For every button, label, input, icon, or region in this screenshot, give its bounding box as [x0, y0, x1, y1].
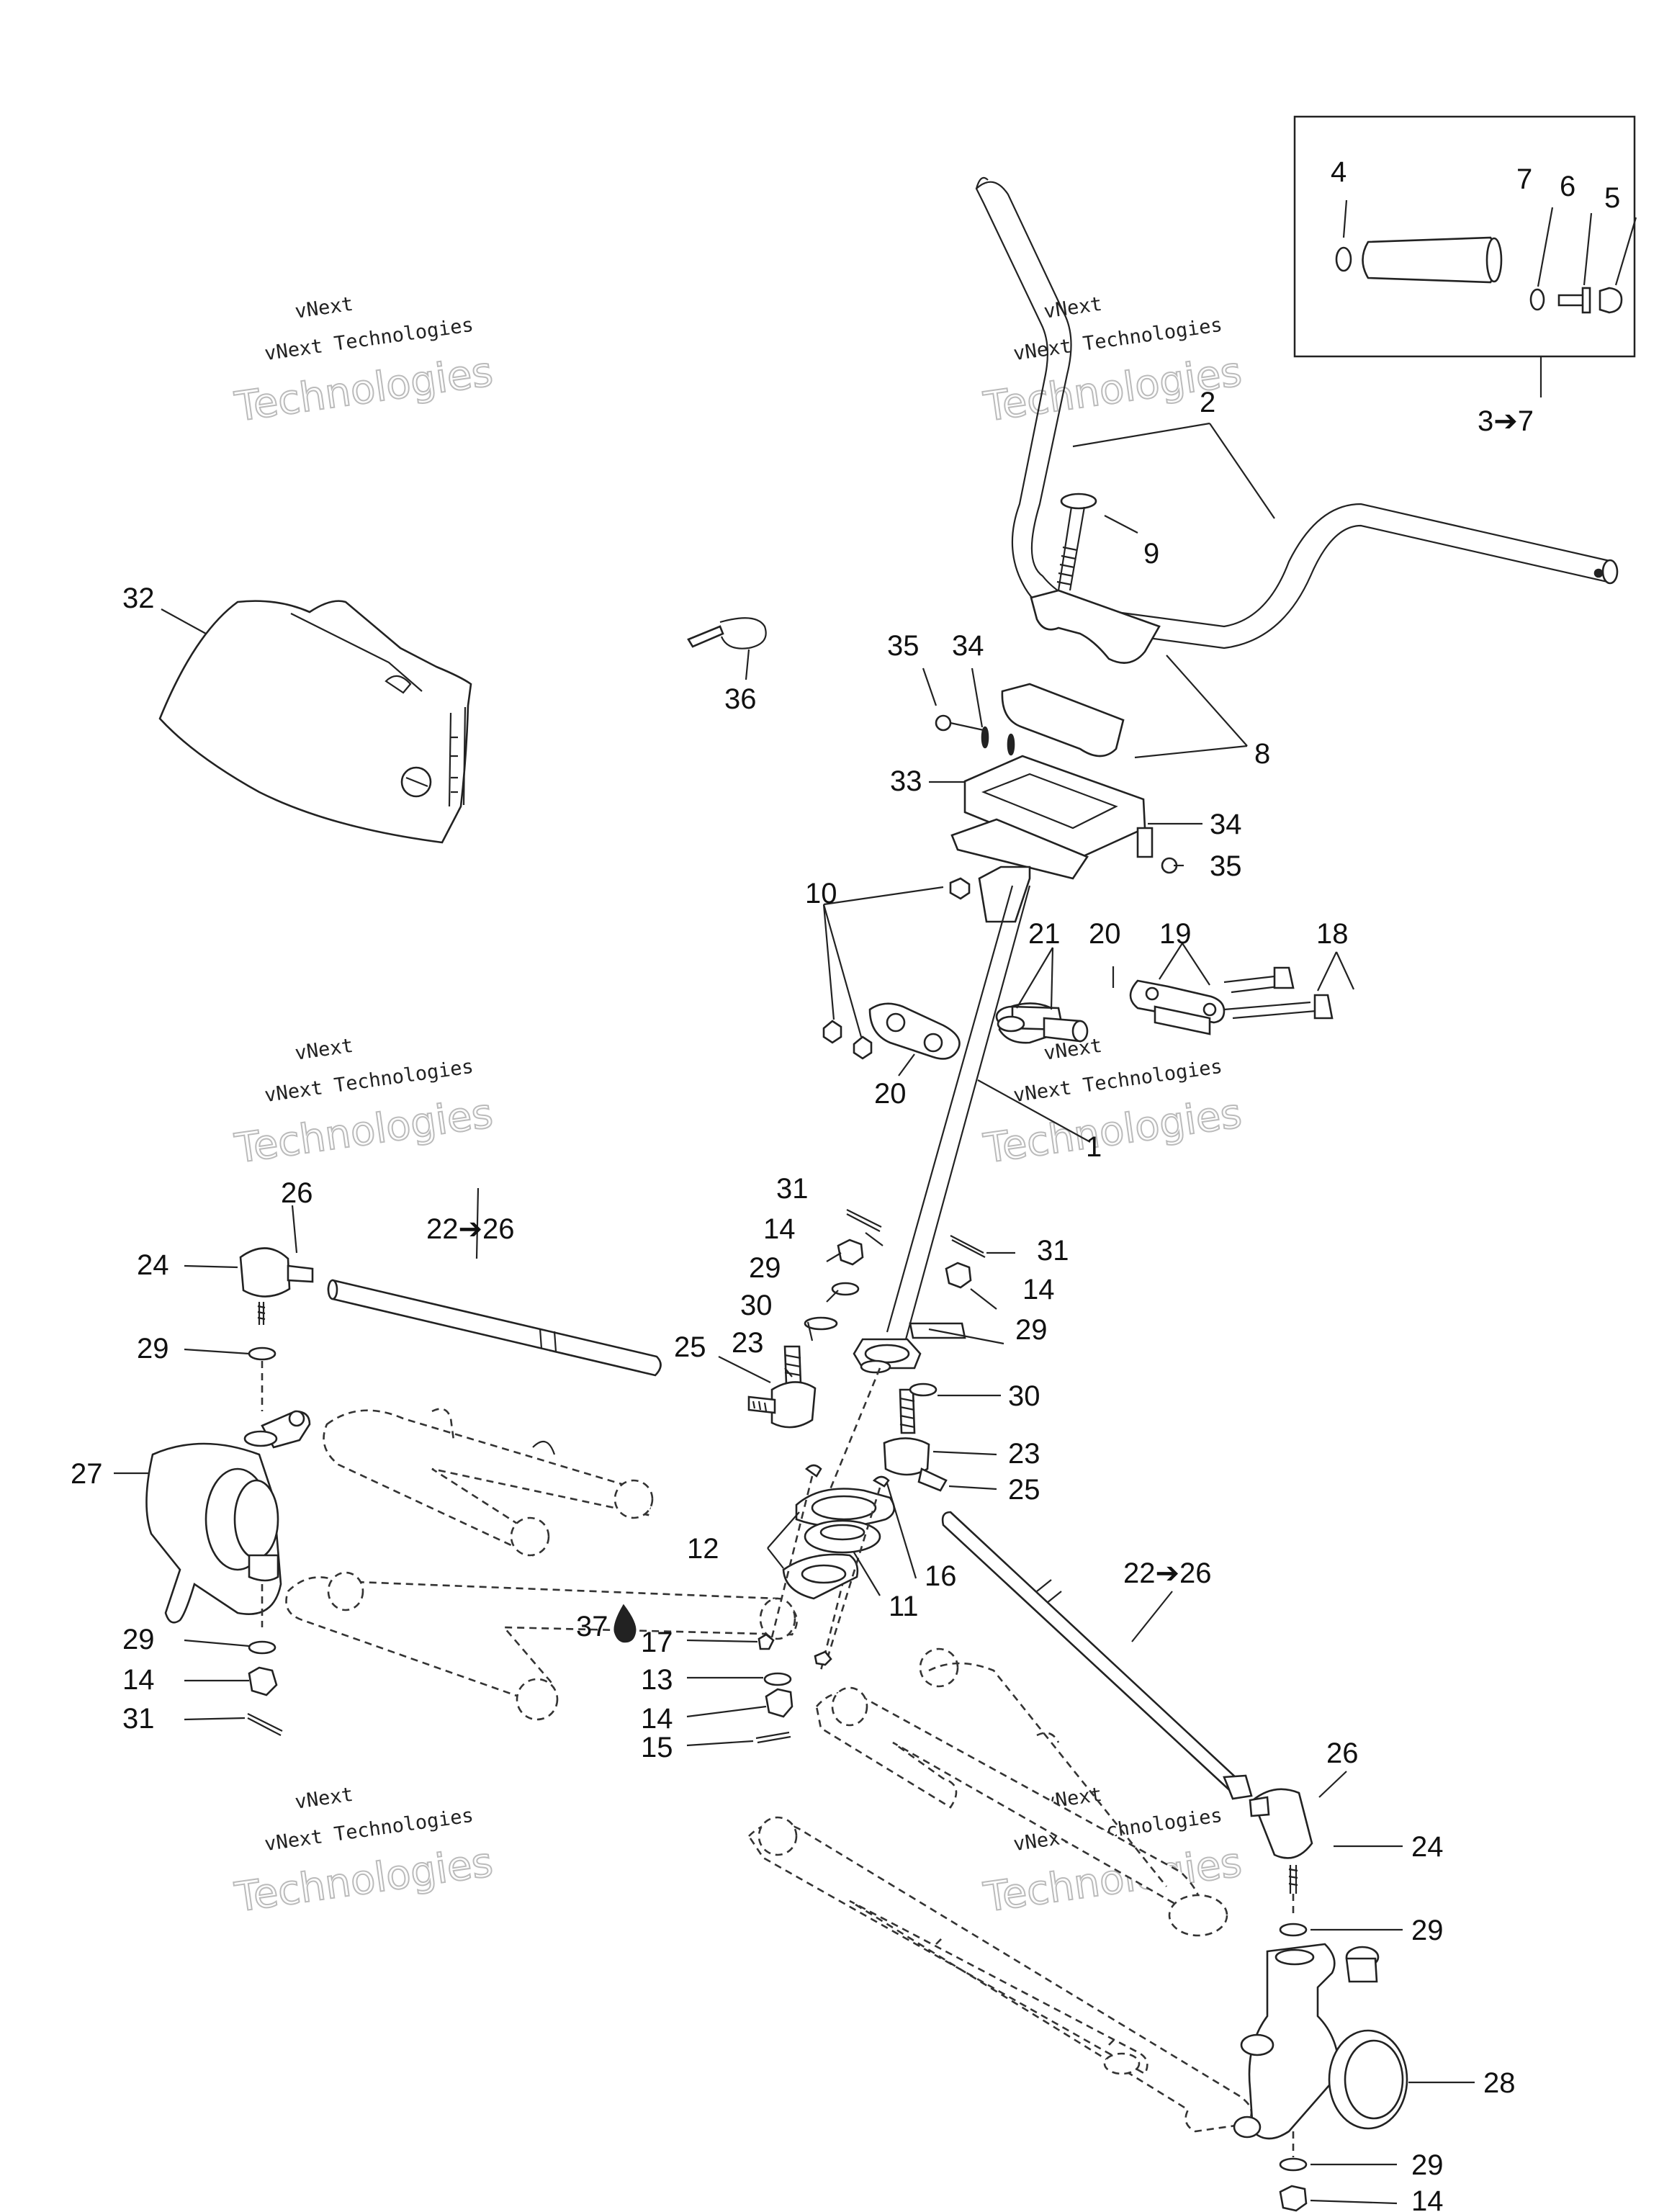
callout-25-right: 25 — [1008, 1474, 1040, 1506]
callout-24-left: 24 — [137, 1249, 169, 1281]
callout-4: 4 — [1331, 156, 1346, 188]
callout-14-right-bottom: 14 — [1411, 2185, 1444, 2212]
grip-inset-box — [1293, 115, 1637, 397]
callout-30-left: 30 — [740, 1290, 773, 1321]
callout-22-26-right: 22➔26 — [1123, 1557, 1212, 1589]
fluid-drop-icon — [613, 1604, 637, 1643]
callout-20-bottom: 20 — [874, 1078, 907, 1110]
steering-plate — [935, 714, 1178, 880]
callout-17: 17 — [641, 1627, 673, 1658]
left-lower-a-arm — [285, 1571, 798, 1721]
callout-32: 32 — [122, 583, 155, 614]
grip-drawing — [1335, 236, 1623, 314]
callout-14-center-lower: 14 — [641, 1703, 673, 1735]
leader-lines — [114, 422, 1475, 2205]
watermark-top-left: vNext vNext Technologies Technologies — [231, 293, 496, 432]
right-lower-a-arm — [747, 1816, 1253, 2133]
right-ball-joint — [1249, 1788, 1313, 1937]
callout-33: 33 — [890, 765, 922, 797]
cable-tie — [687, 617, 767, 649]
left-tie-rod-end — [747, 1345, 817, 1429]
callout-28: 28 — [1483, 2067, 1516, 2099]
callout-29-right-center: 29 — [1015, 1314, 1048, 1346]
callout-37: 37 — [576, 1611, 608, 1642]
right-lower-hardware — [1279, 2157, 1308, 2212]
svg-text:vNext: vNext — [294, 1784, 355, 1814]
callout-13: 13 — [641, 1664, 673, 1696]
callout-16: 16 — [925, 1560, 957, 1592]
callout-7: 7 — [1516, 163, 1532, 195]
callout-29-center: 29 — [749, 1252, 781, 1284]
callout-35-right: 35 — [1210, 850, 1242, 882]
callout-14-center: 14 — [763, 1213, 796, 1245]
callout-15: 15 — [641, 1732, 673, 1763]
handlebar — [975, 176, 1619, 649]
left-upper-a-arm — [323, 1408, 654, 1557]
left-steering-knuckle — [145, 1361, 311, 1627]
right-steering-knuckle — [1233, 1943, 1408, 2157]
handlebar-cover — [158, 600, 472, 844]
callout-29-left-top: 29 — [137, 1333, 169, 1364]
left-tie-rod — [327, 1279, 662, 1377]
left-ball-joint — [239, 1247, 314, 1361]
callout-22-26-left: 22➔26 — [426, 1213, 515, 1245]
callout-24-right: 24 — [1411, 1831, 1444, 1863]
callout-20-top: 20 — [1089, 918, 1121, 950]
callout-8: 8 — [1254, 738, 1270, 770]
callout-29-right-bottom: 29 — [1411, 2149, 1444, 2181]
clamp-bolt — [1056, 493, 1097, 591]
callout-34-top: 34 — [952, 630, 984, 662]
callout-9: 9 — [1143, 538, 1159, 570]
callout-31-center: 31 — [776, 1173, 809, 1205]
callout-11: 11 — [889, 1591, 919, 1622]
lower-bearing-assembly — [768, 1464, 896, 1657]
callout-26-right: 26 — [1326, 1737, 1359, 1769]
callout-36: 36 — [724, 683, 757, 715]
right-upper-a-arm — [815, 1647, 1228, 1937]
watermark-bottom-left: vNext vNext Technologies Technologies — [231, 1784, 496, 1923]
callout-6: 6 — [1560, 171, 1575, 202]
callout-labels: 4 7 6 5 3➔7 2 9 8 32 36 35 34 33 34 35 1… — [71, 156, 1620, 2212]
callout-23-left: 23 — [732, 1327, 764, 1359]
callout-12: 12 — [687, 1533, 719, 1565]
callout-3-7: 3➔7 — [1478, 405, 1534, 437]
svg-text:vNext: vNext — [294, 1035, 355, 1065]
callout-10: 10 — [805, 878, 837, 909]
callout-14-right: 14 — [1022, 1274, 1055, 1305]
callout-5: 5 — [1604, 182, 1620, 214]
callout-23-right: 23 — [1008, 1438, 1040, 1470]
callout-18: 18 — [1316, 918, 1349, 950]
right-tie-rod-end — [883, 1388, 948, 1492]
watermark-mid-left: vNext vNext Technologies Technologies — [231, 1035, 496, 1174]
callout-29-right-top: 29 — [1411, 1915, 1444, 1946]
left-lower-hardware — [247, 1640, 283, 1736]
callout-34-right: 34 — [1210, 809, 1242, 840]
callout-27: 27 — [71, 1458, 103, 1490]
callout-35-top: 35 — [887, 630, 920, 662]
callout-1: 1 — [1086, 1131, 1102, 1163]
callout-31-left: 31 — [122, 1703, 155, 1735]
callout-25-left: 25 — [674, 1331, 706, 1363]
callout-26-left: 26 — [281, 1177, 313, 1209]
right-tie-rod — [941, 1511, 1253, 1800]
callout-21: 21 — [1028, 918, 1061, 950]
column-arm-assembly — [822, 877, 1334, 1060]
callout-19: 19 — [1159, 918, 1192, 950]
callout-29-left-bottom: 29 — [122, 1624, 155, 1655]
center-lower-hardware — [755, 1633, 832, 1744]
handlebar-clamp — [1001, 589, 1161, 757]
callout-30-right: 30 — [1008, 1380, 1040, 1412]
svg-text:vNext: vNext — [1043, 293, 1104, 323]
svg-text:vNext: vNext — [294, 293, 355, 323]
callout-2: 2 — [1200, 387, 1215, 418]
center-upper-hardware — [804, 1209, 986, 1397]
callout-31-right: 31 — [1037, 1235, 1069, 1267]
callout-14-left: 14 — [122, 1664, 155, 1696]
